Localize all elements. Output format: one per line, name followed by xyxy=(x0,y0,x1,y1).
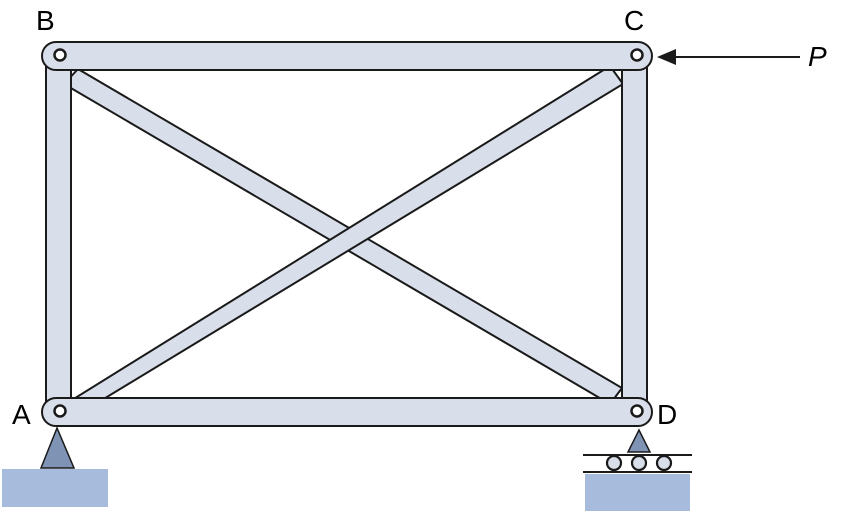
label-load: P xyxy=(808,41,827,72)
member-bc xyxy=(41,41,653,71)
roller-support-d xyxy=(626,428,652,453)
roller-3 xyxy=(655,454,673,472)
member-cd xyxy=(621,55,648,413)
ground-d xyxy=(585,474,690,511)
label-node-b: B xyxy=(36,5,55,36)
pin-a xyxy=(53,404,67,418)
pin-support-a xyxy=(39,426,76,469)
label-node-d: D xyxy=(657,399,677,430)
pin-b xyxy=(53,48,67,62)
roller-2 xyxy=(630,454,648,472)
pin-d xyxy=(630,404,644,418)
label-node-a: A xyxy=(12,399,31,430)
label-node-c: C xyxy=(624,5,644,36)
member-ad xyxy=(41,397,653,427)
load-arrow-head xyxy=(657,49,676,65)
roller-1 xyxy=(605,454,623,472)
pin-c xyxy=(630,48,644,62)
ground-a xyxy=(2,469,108,507)
member-ab xyxy=(45,55,72,413)
